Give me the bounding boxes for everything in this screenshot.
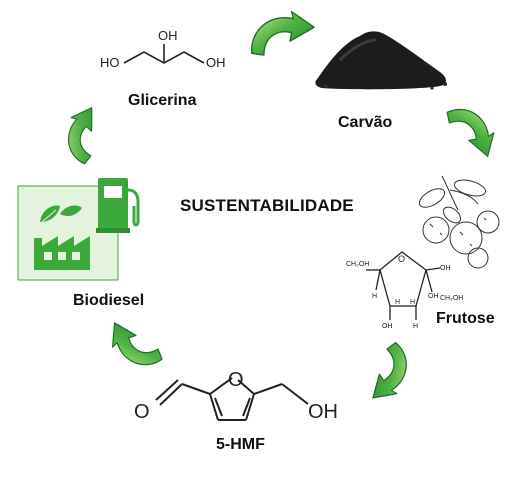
hmf-structure bbox=[155, 377, 309, 421]
hmf-ring-o: O bbox=[228, 369, 244, 391]
label-5-hmf: 5-HMF bbox=[216, 436, 265, 453]
hmf-oh: OH bbox=[308, 401, 338, 423]
fructose-h4: H bbox=[413, 323, 418, 330]
fructose-structure bbox=[366, 251, 441, 320]
fructose-labels: CH₂OH O OH H OH CH₂OH H H OH H bbox=[346, 254, 463, 330]
fructose-oh-low-mid: OH bbox=[428, 293, 439, 300]
fructose-h2: H bbox=[395, 299, 400, 306]
fructose-h1: H bbox=[372, 293, 377, 300]
fruit-branch-icon bbox=[418, 175, 500, 269]
glycerol-oh-right: OH bbox=[206, 55, 226, 70]
glycerol-structure: HO OH OH bbox=[100, 28, 226, 70]
label-glicerina: Glicerina bbox=[128, 92, 197, 109]
fructose-h3: H bbox=[410, 299, 415, 306]
cycle-arrow-icon bbox=[250, 11, 315, 56]
page-title: SUSTENTABILIDADE bbox=[180, 196, 354, 216]
fructose-ring-o: O bbox=[398, 254, 405, 264]
fuel-pump-icon bbox=[96, 178, 140, 233]
fructose-oh-right: OH bbox=[440, 265, 451, 272]
hmf-labels: O O OH bbox=[134, 369, 338, 423]
cycle-arrow-icon bbox=[101, 310, 165, 379]
fructose-ch2oh-right: CH₂OH bbox=[440, 295, 463, 302]
cycle-arrow-icon bbox=[354, 340, 423, 409]
fructose-oh-low-left: OH bbox=[382, 323, 393, 330]
leaf-icon bbox=[40, 205, 82, 223]
fructose-ch2oh-left: CH₂OH bbox=[346, 261, 369, 268]
cycle-arrow-icon bbox=[445, 99, 502, 166]
glycerol-ho-left: HO bbox=[100, 55, 120, 70]
charcoal-pile-icon bbox=[315, 31, 447, 90]
hmf-aldehyde-o: O bbox=[134, 401, 150, 423]
glycerol-oh-top: OH bbox=[158, 28, 178, 43]
label-frutose: Frutose bbox=[436, 310, 495, 327]
label-carvao: Carvão bbox=[338, 114, 393, 131]
label-biodiesel: Biodiesel bbox=[73, 292, 145, 309]
title-text: SUSTENTABILIDADE bbox=[180, 196, 354, 215]
cycle-arrow-icon bbox=[53, 100, 113, 166]
